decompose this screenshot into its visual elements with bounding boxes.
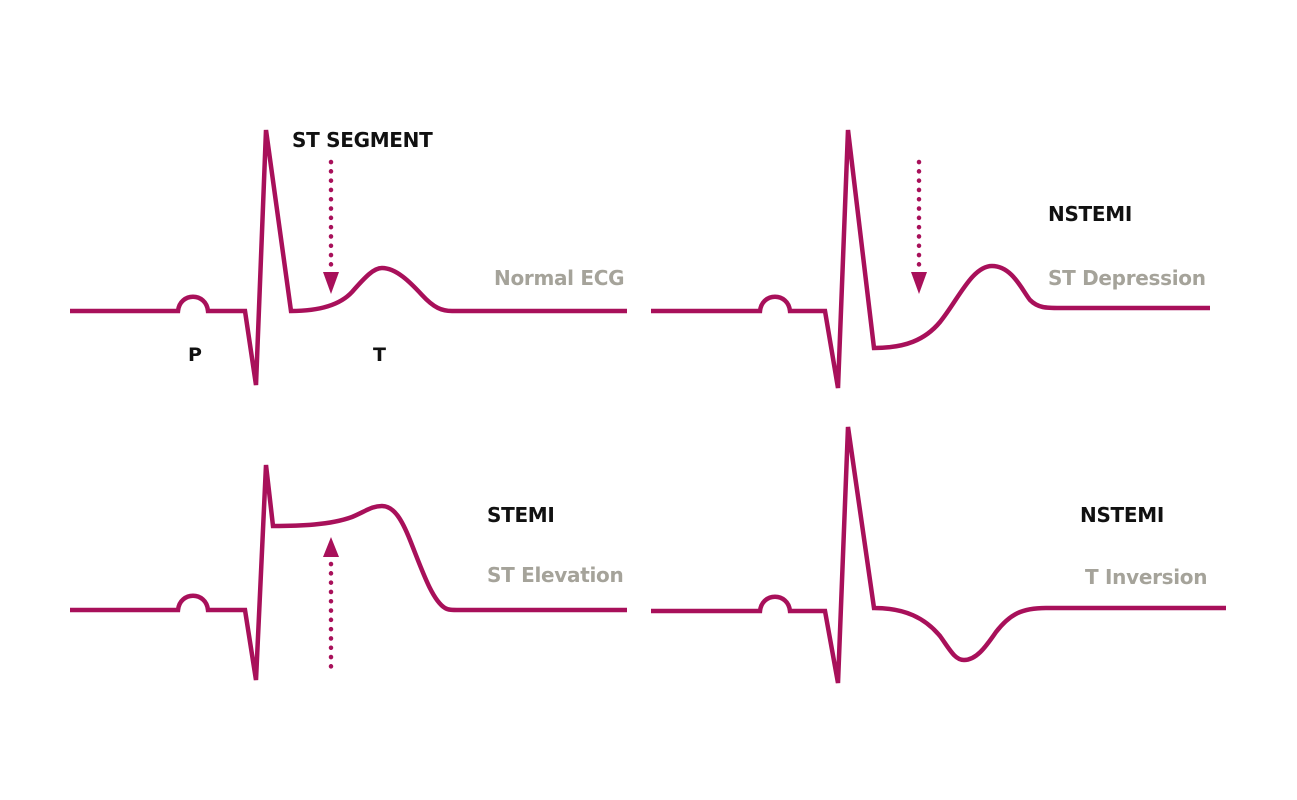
st-segment-arrow-down — [323, 159, 339, 294]
st-elevation-trace — [70, 464, 627, 681]
st-depression-arrow-down — [911, 159, 927, 294]
stemi-title: STEMI — [487, 503, 555, 527]
st-elevation-label: ST Elevation — [487, 563, 624, 587]
st-elevation-arrow-up — [323, 537, 339, 671]
normal-ecg-trace — [70, 129, 627, 386]
p-wave-label: P — [188, 344, 202, 366]
normal-ecg-label: Normal ECG — [494, 266, 625, 290]
nstemi-inversion-title: NSTEMI — [1080, 503, 1164, 527]
t-wave-label: T — [373, 344, 386, 366]
st-depression-trace — [651, 129, 1210, 389]
st-segment-annotation: ST SEGMENT — [292, 128, 433, 152]
st-depression-label: ST Depression — [1048, 266, 1206, 290]
t-inversion-label: T Inversion — [1085, 565, 1208, 589]
t-inversion-trace — [651, 426, 1226, 684]
nstemi-depression-title: NSTEMI — [1048, 202, 1132, 226]
